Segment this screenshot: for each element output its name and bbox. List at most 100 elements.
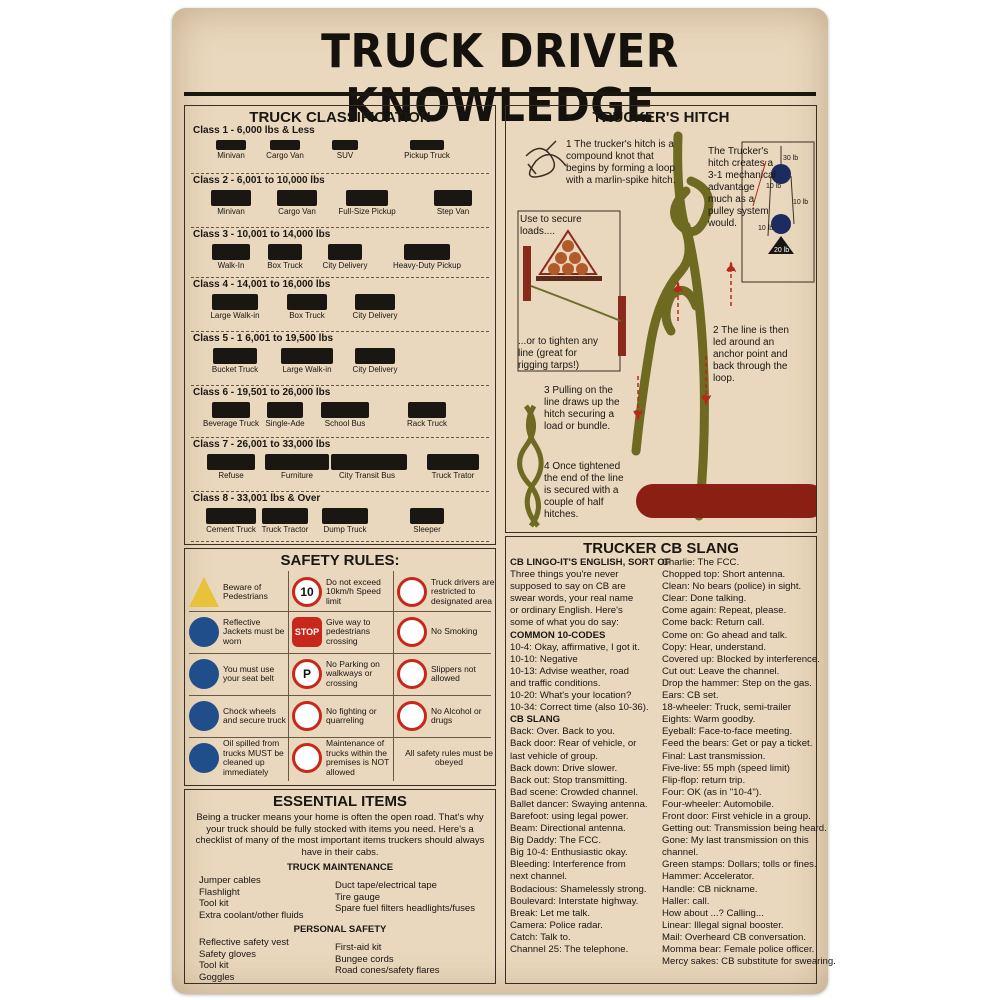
slang-line: Big 10-4: Enthusiastic okay. [510, 847, 628, 859]
slang-line: Linear: Illegal signal booster. [662, 919, 784, 931]
safety-rule: All safety rules must be obeyed [397, 739, 497, 777]
class-label: Class 3 - 10,001 to 14,000 lbs [193, 229, 331, 240]
safety-rule-text: All safety rules must be obeyed [405, 747, 493, 767]
vehicle-label: City Delivery [322, 261, 368, 270]
truck-silhouette-icon [355, 348, 395, 364]
no-maintenance-icon [292, 743, 322, 773]
slang-line: Gone: My last transmission on this [662, 835, 809, 847]
pulley-frame [741, 141, 815, 283]
safety-rule: No Alcohol or drugs [397, 697, 497, 735]
vehicle-label: Truck Tractor [261, 525, 309, 534]
slang-line: Copy: Hear, understand. [662, 641, 766, 653]
vehicle-item: Truck Trator [417, 454, 489, 480]
slang-line: Final: Last transmission. [662, 750, 766, 762]
vehicle-item: Minivan [195, 140, 267, 160]
pedestrian-warning-icon [189, 577, 219, 607]
vehicle-item: Large Walk-in [199, 294, 271, 320]
no-parking-icon: P [292, 659, 322, 689]
slang-line: next channel. [510, 871, 568, 883]
vehicle-label: Minivan [217, 207, 245, 216]
vehicle-item: Walk-In [195, 244, 267, 270]
hitch-mechanical-note: The Trucker's hitch creates a 3-1 mechan… [708, 146, 776, 229]
slang-line: Charlie: The FCC. [662, 557, 740, 568]
truck-silhouette-icon [268, 244, 302, 260]
inset-frame [517, 210, 621, 372]
hitch-step-3: 3 Pulling on the line draws up the hitch… [544, 385, 620, 432]
slang-line: Front door: First vehicle in a group. [662, 810, 811, 822]
class-label: Class 5 - 1 6,001 to 19,500 lbs [193, 333, 334, 344]
class-label: Class 6 - 19,501 to 26,000 lbs [193, 387, 331, 398]
slang-line: 10-34: Correct time (also 10-36). [510, 702, 649, 714]
vehicle-label: Refuse [218, 471, 244, 480]
anchor-bar [636, 484, 816, 518]
truck-silhouette-icon [270, 140, 300, 150]
vehicle-item: Dump Truck [309, 508, 381, 534]
vehicle-item: Single-Ade [249, 402, 321, 428]
truck-silhouette-icon [212, 244, 250, 260]
slang-line: Eyeball: Face-to-face meeting. [662, 726, 793, 738]
vehicle-item: City Delivery [339, 294, 411, 320]
class-label: Class 4 - 14,001 to 16,000 lbs [193, 279, 331, 290]
no-smoking-icon [397, 617, 427, 647]
vehicle-item: Box Truck [271, 294, 343, 320]
reflective-jacket-icon [189, 617, 219, 647]
slang-line: Ballet dancer: Swaying antenna. [510, 798, 648, 810]
vehicle-item: Full-Size Pickup [331, 190, 403, 216]
list-item: Extra coolant/other fluids [199, 909, 304, 921]
essential-items-heading: ESSENTIAL ITEMS [273, 793, 407, 810]
vehicle-label: Walk-In [217, 261, 245, 270]
vehicle-item: City Delivery [309, 244, 381, 270]
safety-rules-heading: SAFETY RULES: [280, 552, 400, 569]
safety-rule: Reflective Jackets must be worn [189, 613, 289, 651]
vehicle-item: Beverage Truck [195, 402, 267, 428]
slang-line: CB LINGO-IT'S ENGLISH, SORT OF [510, 557, 671, 568]
slang-line: swear words, your real name [510, 593, 634, 605]
hitch-illustration [517, 131, 816, 528]
slang-line: Come again: Repeat, please. [662, 605, 787, 617]
truck-silhouette-icon [328, 244, 362, 260]
slang-line: Green stamps: Dollars; tolls or fines. [662, 859, 817, 871]
slang-line: 10-20: What's your location? [510, 690, 632, 702]
pulley-label: 20 lb [774, 247, 790, 254]
vehicle-label: Large Walk-in [210, 311, 260, 320]
slang-line: Bad scene: Crowded channel. [510, 786, 638, 798]
truck-silhouette-icon [281, 348, 333, 364]
slang-line: Bodacious: Shamelessly strong. [510, 883, 647, 895]
vehicle-item: Large Walk-in [271, 348, 343, 374]
slang-line: Four-wheeler: Automobile. [662, 798, 774, 810]
slang-line: 10-4: Okay, affirmative, I got it. [510, 641, 640, 653]
safety-rule: Beware of Pedestrians [189, 573, 289, 611]
slang-line: CB SLANG [510, 714, 561, 726]
truck-silhouette-icon [346, 190, 388, 206]
safety-rule: No fighting or quarreling [292, 697, 392, 735]
slang-line: Big Daddy: The FCC. [510, 835, 601, 847]
knot-sketch-icon [525, 140, 567, 178]
vehicle-item: Sleeper [391, 508, 463, 534]
slang-line: some of what you do say: [510, 617, 619, 629]
grid-line [189, 695, 491, 696]
vehicle-label: Beverage Truck [202, 419, 260, 428]
truck-silhouette-icon [287, 294, 327, 310]
vehicle-item: City Delivery [339, 348, 411, 374]
truck-silhouette-icon [434, 190, 472, 206]
slang-line: Getting out: Transmission being heard. [662, 823, 827, 835]
slang-line: Break: Let me talk. [510, 907, 590, 919]
title-divider [184, 92, 816, 96]
list-item: Duct tape/electrical tape [335, 880, 437, 891]
truck-silhouette-icon [332, 140, 358, 150]
truck-silhouette-icon [410, 140, 444, 150]
grid-line [288, 571, 289, 781]
vehicle-label: Minivan [217, 151, 245, 160]
pulley-label: 30 lb [783, 155, 799, 162]
list-item: Flashlight [199, 886, 240, 898]
rope-bundle-illustration [517, 404, 544, 528]
barrel-stack-icon [536, 229, 602, 281]
slang-line: Back down: Drive slower. [510, 762, 618, 774]
class-label: Class 2 - 6,001 to 10,000 lbs [193, 175, 325, 186]
slang-line: Three things you're never [510, 569, 619, 581]
list-item: Tire gauge [335, 891, 381, 903]
